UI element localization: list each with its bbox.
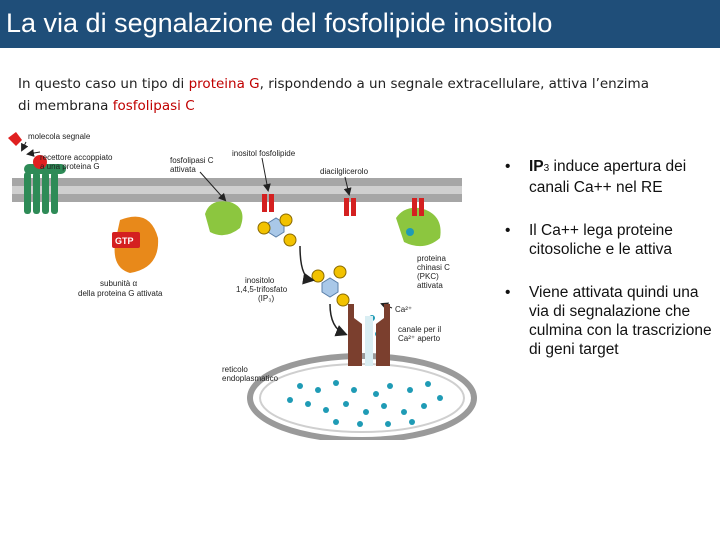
intro-highlight-proteina-g: proteina G (188, 76, 260, 92)
bullet-ip3-bold: IP (529, 158, 544, 175)
slide-title: La via di segnalazione del fosfolipide i… (6, 8, 553, 38)
label-signal: molecola segnale (28, 132, 91, 141)
protein-kinase-c (396, 198, 441, 247)
label-er-2: endoplasmatico (222, 374, 279, 383)
title-bar: La via di segnalazione del fosfolipide i… (0, 0, 720, 48)
label-alpha-2: della proteina G attivata (78, 289, 163, 298)
intro-part2: , rispondendo a un segnale extracellular… (18, 76, 649, 114)
label-plc: fosfolipasi C (170, 156, 214, 165)
signaling-diagram: molecola segnale recettore accoppiato a … (8, 132, 477, 440)
label-receptor-2: a una proteina G (40, 162, 100, 171)
g-protein-alpha (112, 216, 159, 273)
inositol-phospholipid (257, 194, 297, 247)
label-er: reticolo (222, 365, 248, 374)
label-channel-2: Ca²⁺ aperto (398, 334, 441, 343)
phospholipase-c (205, 201, 243, 236)
label-pip: inositol fosfolipide (232, 149, 296, 158)
label-gtp: GTP (115, 236, 134, 246)
calcium-channel (348, 304, 390, 366)
bullet-marker: • (505, 222, 511, 239)
label-ip3: inositolo (245, 276, 275, 285)
bullet-marker: • (505, 158, 511, 175)
bullet-text: Viene attivata quindi una via di segnala… (529, 284, 712, 358)
endoplasmic-reticulum (247, 353, 477, 440)
bullet-list: • IP3 induce apertura dei canali Ca++ ne… (505, 157, 715, 383)
bullet-ip3-subscript: 3 (543, 163, 550, 174)
label-pkc: proteina (417, 254, 446, 263)
intro-part1: In questo caso un tipo di (18, 76, 189, 92)
g-protein-receptor (24, 155, 66, 214)
calcium-ions (287, 315, 443, 427)
label-ip3-3: (IP₃) (258, 294, 274, 303)
label-pkc-2: chinasi C (417, 263, 450, 272)
bullet-marker: • (505, 284, 511, 301)
diacylglycerol (344, 198, 356, 216)
bullet-text: induce apertura dei canali Ca++ nel RE (529, 158, 687, 196)
label-ca: Ca²⁺ (395, 305, 412, 314)
label-channel: canale per il (398, 325, 441, 334)
ip3-molecule (311, 265, 350, 307)
label-ip3-2: 1,4,5-trifosfato (236, 285, 288, 294)
bullet-text: Il Ca++ lega proteine citosoliche e le a… (529, 222, 673, 258)
label-pkc-4: attivata (417, 281, 443, 290)
label-alpha: subunità α (100, 279, 137, 288)
label-receptor: recettore accoppiato (40, 153, 113, 162)
bullet-item: • Viene attivata quindi una via di segna… (505, 283, 715, 359)
label-plc-2: attivata (170, 165, 196, 174)
label-pkc-3: (PKC) (417, 272, 439, 281)
intro-text: In questo caso un tipo di proteina G, ri… (18, 73, 658, 117)
bullet-item: • Il Ca++ lega proteine citosoliche e le… (505, 221, 715, 259)
bullet-item: • IP3 induce apertura dei canali Ca++ ne… (505, 157, 715, 197)
intro-highlight-fosfolipasi-c: fosfolipasi C (112, 98, 195, 114)
label-dag: diacilglicerolo (320, 167, 369, 176)
signal-molecule (8, 132, 22, 146)
